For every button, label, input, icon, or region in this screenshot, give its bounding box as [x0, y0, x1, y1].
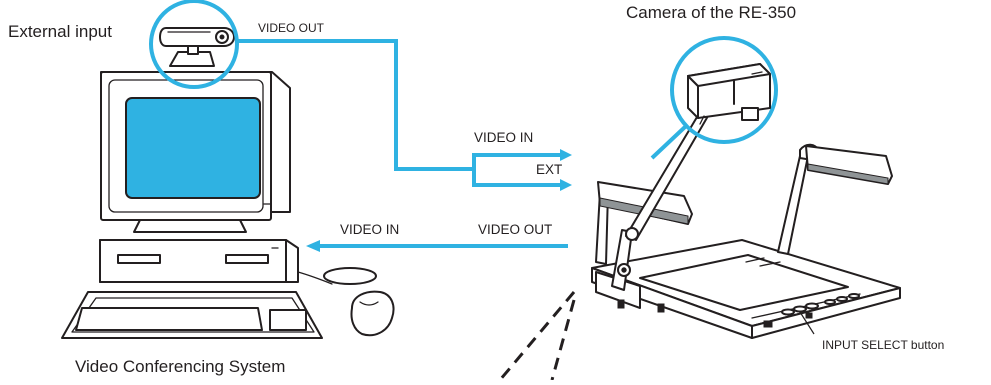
- input-select-button-label: INPUT SELECT button: [822, 338, 944, 352]
- computer-screen: [126, 98, 260, 198]
- video-conferencing-system-label: Video Conferencing System: [75, 357, 285, 376]
- webcam-video-out-label: VIDEO OUT: [258, 21, 325, 35]
- external-input-camera-icon: [160, 28, 234, 66]
- re-350-document-camera-icon: [592, 112, 900, 338]
- camera-title-label: Camera of the RE-350: [626, 3, 796, 22]
- visualizer-video-out-label: VIDEO OUT: [478, 222, 552, 237]
- ext-label: EXT: [536, 162, 562, 177]
- computer-video-in-label: VIDEO IN: [340, 222, 399, 237]
- video-conferencing-computer-icon: [62, 72, 394, 338]
- connection-lines: [237, 41, 686, 252]
- video-in-label: VIDEO IN: [474, 130, 533, 145]
- re-350-camera-head-icon: [688, 64, 770, 124]
- external-input-label: External input: [8, 22, 112, 41]
- dashed-projection-lines: [500, 292, 574, 380]
